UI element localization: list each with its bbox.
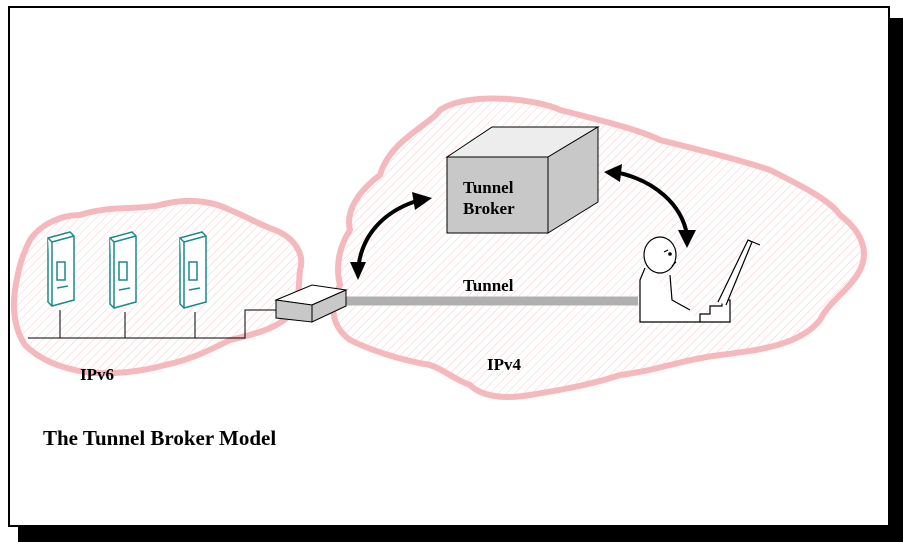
ipv6-label: IPv6 bbox=[80, 365, 114, 384]
broker-label-line1: Tunnel bbox=[463, 178, 514, 197]
left-double-arrow bbox=[350, 192, 432, 280]
ipv6-host-icon bbox=[109, 231, 137, 309]
user-at-laptop-icon bbox=[639, 236, 761, 323]
ipv6-network-bus bbox=[28, 309, 278, 339]
router-icon bbox=[274, 284, 348, 323]
ipv4-cloud bbox=[330, 95, 867, 400]
ipv6-host-icon bbox=[179, 231, 207, 309]
ipv6-host-icon bbox=[47, 231, 75, 307]
ipv4-label: IPv4 bbox=[487, 355, 522, 374]
right-double-arrow bbox=[604, 164, 696, 248]
diagram-title: The Tunnel Broker Model bbox=[43, 426, 276, 450]
tunnel-broker-box bbox=[445, 126, 600, 234]
broker-label-line2: Broker bbox=[463, 199, 515, 218]
tunnel-label: Tunnel bbox=[463, 276, 514, 295]
